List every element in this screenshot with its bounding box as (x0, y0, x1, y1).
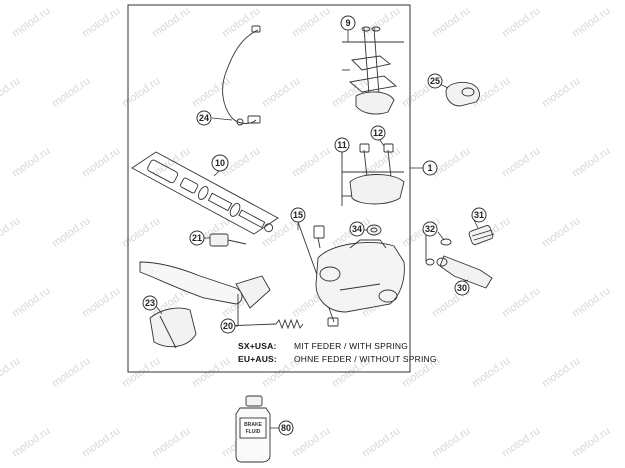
part-23-lever-cover (149, 307, 197, 349)
svg-text:34: 34 (352, 224, 362, 234)
part-34-bushing (366, 224, 382, 236)
svg-text:15: 15 (293, 210, 303, 220)
svg-text:25: 25 (430, 76, 440, 86)
part-9-clamp-cover (342, 26, 404, 115)
diagram-frame (127, 4, 411, 373)
part-80-brake-fluid-bottle (235, 395, 271, 463)
part-11-clamp-screws (341, 142, 405, 206)
svg-text:32: 32 (425, 224, 435, 234)
legend-line-2: EU+AUS: OHNE FEDER / WITHOUT SPRING (238, 354, 437, 364)
hand-lever (139, 261, 271, 309)
svg-text:10: 10 (215, 158, 225, 168)
svg-text:24: 24 (199, 113, 209, 123)
svg-text:11: 11 (337, 140, 347, 150)
part-24-brake-switch-cable (222, 25, 261, 126)
bottle-label-line1: BRAKE (244, 422, 262, 428)
svg-text:1: 1 (427, 163, 432, 173)
callout-34: 34 (349, 221, 365, 237)
part-31-banjo-bolt (468, 225, 495, 245)
part-32-sealing-ring (425, 232, 452, 266)
callout-30: 30 (454, 280, 470, 296)
svg-text:31: 31 (474, 210, 484, 220)
legend-line-1: SX+USA: MIT FEDER / WITH SPRING (238, 341, 408, 351)
callout-1: 1 (422, 160, 438, 176)
legend-line-1-text: MIT FEDER / WITH SPRING (294, 341, 409, 351)
svg-text:80: 80 (281, 423, 291, 433)
part-25-reservoir-cap (445, 81, 480, 107)
bottle-label-line2: FLUID (246, 429, 261, 435)
svg-text:9: 9 (345, 18, 350, 28)
callout-10: 10 (211, 154, 229, 172)
svg-text:30: 30 (457, 283, 467, 293)
callout-9: 9 (340, 15, 356, 31)
callout-31: 31 (471, 207, 487, 223)
svg-text:23: 23 (145, 298, 155, 308)
svg-text:21: 21 (192, 233, 202, 243)
legend-line-2-key: EU+AUS: (238, 354, 277, 364)
part-10-piston-kit (131, 151, 279, 235)
callout-32: 32 (422, 221, 438, 237)
part-30-banjo-fitting (436, 255, 493, 289)
svg-text:12: 12 (373, 128, 383, 138)
callout-11: 11 (334, 137, 350, 153)
callout-80: 80 (278, 420, 294, 436)
part-21-adjuster (209, 233, 247, 247)
callout-24: 24 (196, 110, 212, 126)
callout-21: 21 (189, 230, 205, 246)
legend-line-2-text: OHNE FEDER / WITHOUT SPRING (294, 354, 437, 364)
callout-20: 20 (220, 318, 236, 334)
master-cylinder-body (315, 239, 405, 313)
callout-25: 25 (427, 73, 443, 89)
legend-line-1-key: SX+USA: (238, 341, 277, 351)
callout-15: 15 (290, 207, 306, 223)
callout-12: 12 (370, 125, 386, 141)
svg-text:20: 20 (223, 321, 233, 331)
callout-23: 23 (142, 295, 158, 311)
